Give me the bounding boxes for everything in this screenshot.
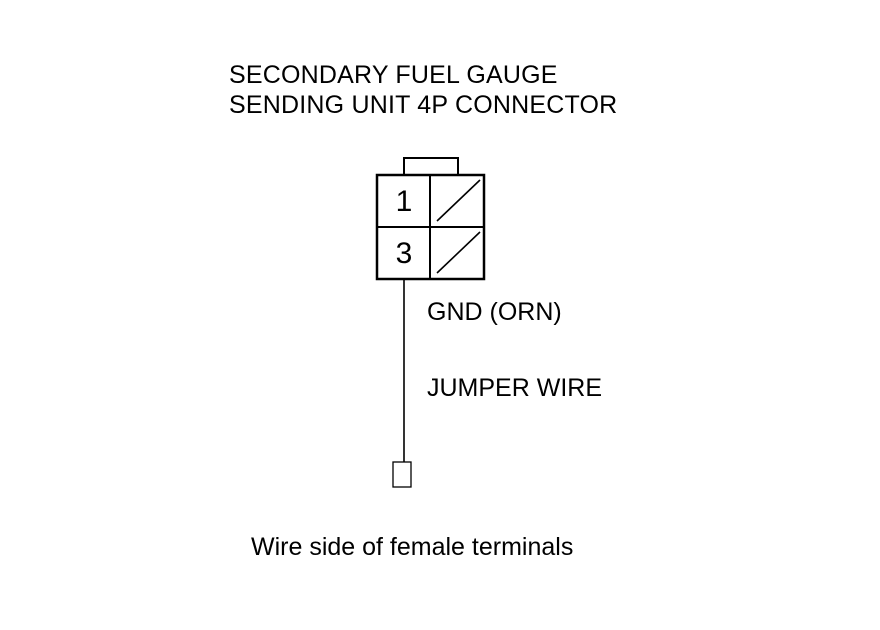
pin-number-3: 3 xyxy=(395,237,413,270)
view-caption: Wire side of female terminals xyxy=(251,533,574,561)
connector-lock-tab xyxy=(403,157,459,176)
jumper-wire-terminal xyxy=(392,461,412,488)
pin-number-1: 1 xyxy=(395,185,413,218)
gnd-wire-label: GND (ORN) xyxy=(427,298,562,326)
jumper-wire-label: JUMPER WIRE xyxy=(427,374,602,402)
diagram-title-line-1: SECONDARY FUEL GAUGE xyxy=(229,61,558,89)
diagram-title-line-2: SENDING UNIT 4P CONNECTOR xyxy=(229,91,618,119)
unused-cavity-slash-top xyxy=(436,179,481,222)
unused-cavity-slash-bottom xyxy=(436,231,481,274)
